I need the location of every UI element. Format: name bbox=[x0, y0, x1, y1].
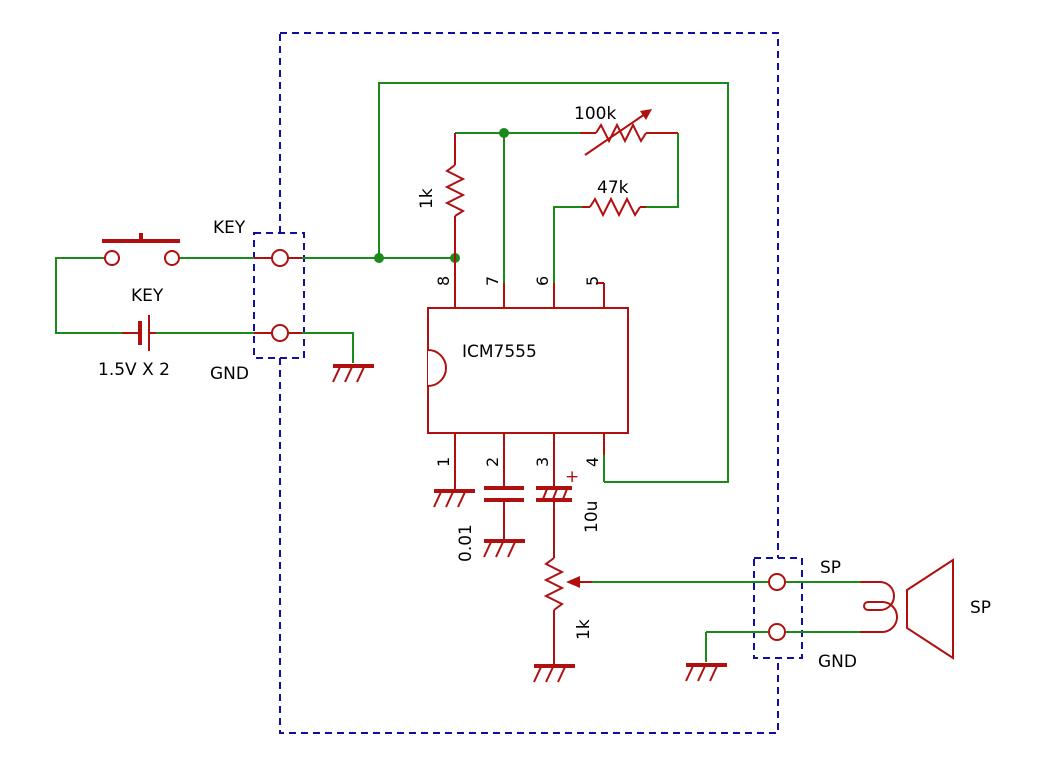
key-terminal-top bbox=[271, 249, 289, 267]
sp-connector-label: SP bbox=[820, 558, 841, 578]
capacitor-10u bbox=[536, 486, 572, 558]
key-terminal-bottom bbox=[271, 324, 289, 342]
cap-001-label: 0.01 bbox=[456, 524, 476, 562]
pin-6-label: 6 bbox=[533, 276, 552, 286]
pin-7-label: 7 bbox=[483, 276, 502, 286]
ground-symbol-left bbox=[332, 364, 374, 383]
cap-plus-label: + bbox=[565, 467, 579, 487]
push-button-switch bbox=[102, 233, 180, 266]
board-boundary bbox=[279, 32, 779, 734]
ground-symbol-right bbox=[685, 663, 727, 682]
capacitor-001 bbox=[484, 486, 524, 541]
gnd-right-label: GND bbox=[818, 652, 857, 672]
ground-symbol-pin1 bbox=[433, 433, 475, 508]
junction-dot bbox=[499, 128, 509, 138]
pin-5-label: 5 bbox=[583, 276, 602, 286]
resistor-47k-label: 47k bbox=[597, 178, 629, 198]
pin-4-label: 4 bbox=[583, 457, 602, 467]
ic-label: ICM7555 bbox=[462, 342, 537, 362]
battery-label: 1.5V X 2 bbox=[98, 360, 170, 380]
pin-3-label: 3 bbox=[533, 457, 552, 467]
ic-icm7555 bbox=[427, 258, 629, 486]
sp-terminal-bottom bbox=[768, 623, 786, 641]
key-connector-label: KEY bbox=[213, 218, 246, 238]
pin-1-label: 1 bbox=[434, 457, 453, 467]
ground-symbol-pot bbox=[533, 664, 575, 683]
resistor-47k bbox=[582, 196, 646, 218]
junction-dot bbox=[374, 253, 384, 263]
speaker-label: SP bbox=[970, 598, 991, 618]
speaker-symbol bbox=[860, 558, 954, 660]
pin-8-label: 8 bbox=[434, 276, 453, 286]
potentiometer-1k bbox=[543, 557, 592, 665]
pot-100k-label: 100k bbox=[574, 104, 616, 124]
ground-symbol-cap bbox=[483, 539, 525, 558]
gnd-left-label: GND bbox=[210, 364, 249, 384]
potentiometer-100k bbox=[580, 109, 678, 156]
sp-terminal-top bbox=[768, 573, 786, 591]
pin-2-label: 2 bbox=[483, 457, 502, 467]
key-switch-label: KEY bbox=[131, 286, 164, 306]
battery-symbol bbox=[122, 315, 156, 351]
resistor-1k-top bbox=[444, 133, 466, 258]
sp-connector-box bbox=[753, 557, 803, 659]
cap-10u-label: 10u bbox=[582, 501, 602, 533]
resistor-1k-label: 1k bbox=[417, 188, 437, 209]
pot-1k-label: 1k bbox=[574, 619, 594, 640]
